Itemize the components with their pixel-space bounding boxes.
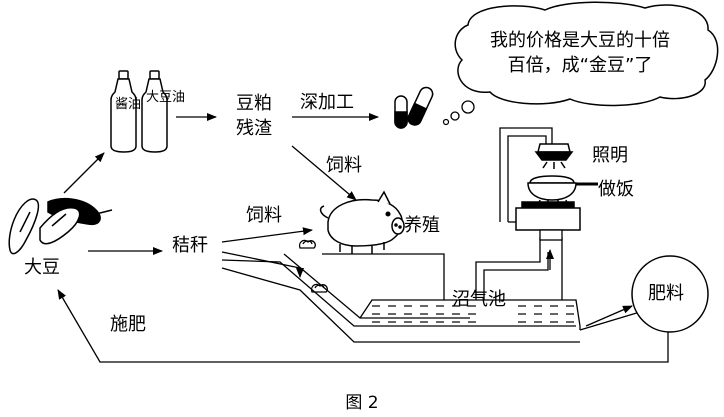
bubble-text: 我的价格是大豆的十倍 百倍，成“金豆”了 <box>470 28 690 78</box>
cooking-label: 做饭 <box>598 179 634 200</box>
fertilizer-circle <box>631 255 709 333</box>
soybean-oil-bottle-icon <box>141 70 168 153</box>
bubble-line-1: 我的价格是大豆的十倍 <box>490 30 670 51</box>
breeding-label: 养殖 <box>404 215 440 236</box>
soybean-label: 大豆 <box>24 257 60 278</box>
soybean-pods-icon <box>8 197 113 255</box>
bubble-line-2: 百倍，成“金豆”了 <box>507 55 653 76</box>
lamp-icon <box>534 143 574 169</box>
soybean-oil-label: 大豆油 <box>146 90 185 105</box>
soy-sauce-bottle-icon <box>110 70 137 153</box>
apply-fertilizer-label: 施肥 <box>110 314 146 335</box>
lighting-label: 照明 <box>592 145 628 166</box>
pig-icon <box>319 190 405 254</box>
residue-label-line1: 豆粕 <box>236 93 272 114</box>
biogas-pool-label: 沼气池 <box>452 289 506 310</box>
fertilizer-label: 肥料 <box>648 283 684 304</box>
flow-arrows <box>57 113 669 363</box>
feed-label-mid: 饲料 <box>246 205 282 226</box>
feed-label-top: 饲料 <box>326 155 362 176</box>
straw-label: 秸秆 <box>172 235 208 256</box>
soy-sauce-label: 酱油 <box>115 97 142 112</box>
deep-processing-label: 深加工 <box>300 92 354 113</box>
capsules-icon <box>394 86 434 129</box>
residue-label-line2: 残渣 <box>236 118 272 139</box>
figure-caption: 图 2 <box>345 393 379 413</box>
thought-bubble <box>442 1 719 126</box>
manure-icon <box>298 239 328 293</box>
stove-icon <box>515 175 598 231</box>
